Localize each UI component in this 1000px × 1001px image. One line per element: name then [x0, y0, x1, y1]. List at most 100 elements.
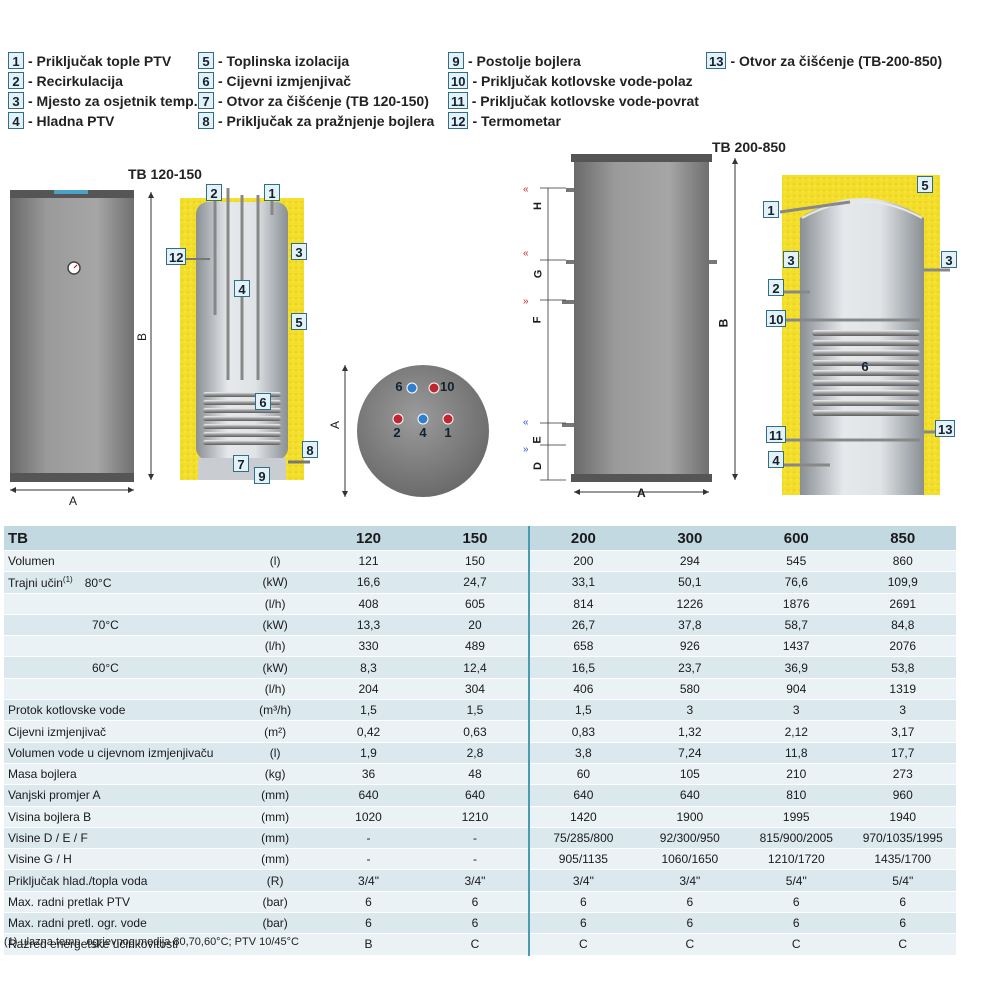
row-label-text: Visine D / E / F: [8, 831, 88, 845]
row-value: 1437: [743, 635, 850, 658]
row-unit: (kW): [234, 571, 316, 594]
row-value: 60: [528, 763, 637, 786]
tb120-exterior: [10, 190, 154, 493]
row-label: 60°C: [4, 656, 235, 679]
row-value: 905/1135: [528, 848, 637, 871]
table-row: Volumen vode u cijevnom izmjenjivaču(l)1…: [4, 742, 956, 764]
row-value: C: [528, 933, 637, 956]
row-value: 13,3: [315, 614, 422, 637]
row-value: 926: [636, 635, 744, 658]
dim-d: D: [531, 462, 544, 470]
title-tb-200-850: TB 200-850: [712, 139, 786, 155]
legend-item-8: 8- Priključak za pražnjenje bojlera: [198, 112, 434, 129]
legend-number: 3: [8, 92, 24, 109]
dim-a-large: A: [637, 486, 646, 500]
footnote: (1) ulazna temp. ogrjevnog medija 80,70,…: [4, 936, 299, 948]
legend-text: - Termometar: [472, 112, 561, 129]
row-temp: 60°C: [92, 660, 119, 675]
marker-2-large: 2: [768, 279, 784, 296]
dim-a-small: A: [69, 494, 78, 508]
tb120-cutaway: [180, 188, 310, 480]
row-value: 860: [849, 550, 956, 573]
row-label: [4, 635, 235, 658]
legend-item-3: 3- Mjesto za osjetnik temp.: [8, 92, 198, 109]
row-value: 330: [315, 635, 422, 658]
row-value: 6: [743, 891, 850, 914]
boiler-diagrams: « « » « »: [10, 154, 950, 497]
row-value: -: [421, 848, 530, 871]
row-value: 406: [528, 678, 637, 701]
row-value: 1210: [421, 806, 530, 828]
row-value: 605: [421, 593, 530, 615]
row-value: 970/1035/1995: [849, 827, 956, 850]
row-label: Max. radni pretl. ogr. vode: [4, 912, 235, 935]
row-value: 3/4": [636, 869, 744, 892]
row-value: 105: [636, 763, 744, 786]
tb200-cutaway: [779, 175, 950, 495]
marker-11: 11: [766, 426, 786, 443]
row-value: 580: [636, 678, 744, 701]
row-value: 50,1: [636, 571, 744, 594]
row-value: 2076: [849, 635, 956, 658]
legend-text: - Recirkulacija: [28, 72, 123, 89]
row-label-text: Visine G / H: [8, 852, 72, 867]
dim-e: E: [531, 436, 544, 444]
legend-number: 12: [448, 112, 469, 129]
dim-b-large: B: [716, 318, 731, 328]
legend-text: - Priključak za pražnjenje bojlera: [218, 112, 435, 129]
row-label: Volumen: [4, 550, 235, 573]
row-value: 1435/1700: [849, 848, 956, 871]
marker-1-large: 1: [763, 201, 779, 218]
legend-number: 5: [198, 52, 214, 69]
row-value: 204: [315, 678, 422, 701]
row-unit: (bar): [234, 912, 316, 935]
row-value: 3/4": [528, 869, 637, 892]
row-value: 6: [315, 912, 422, 935]
row-value: -: [315, 827, 422, 850]
legend-text: - Priključak tople PTV: [28, 52, 172, 69]
marker-2-small: 2: [206, 184, 222, 201]
legend-number: 13: [706, 52, 727, 69]
svg-text:«: «: [523, 184, 529, 195]
row-value: 6: [528, 912, 637, 935]
title-tb-120-150: TB 120-150: [128, 166, 202, 182]
marker-7: 7: [233, 455, 249, 472]
header-model: 150: [421, 526, 530, 551]
row-value: 1060/1650: [636, 848, 744, 871]
row-value: 640: [315, 784, 422, 807]
row-unit: (mm): [234, 827, 316, 850]
row-value: C: [636, 933, 744, 956]
row-value: 36,9: [743, 656, 850, 679]
legend-text: - Hladna PTV: [28, 112, 115, 129]
row-value: 150: [421, 550, 530, 573]
row-label-text: Max. radni pretlak PTV: [8, 894, 131, 909]
legend-item-11: 11- Priključak kotlovske vode-povrat: [448, 92, 699, 109]
row-value: 1900: [636, 806, 744, 828]
legend-text: - Priključak kotlovske vode-polaz: [472, 72, 693, 89]
legend-number: 4: [8, 112, 24, 129]
marker-4-top: 4: [419, 425, 427, 440]
row-value: 1995: [743, 806, 850, 828]
row-value: 3/4": [421, 869, 530, 892]
row-label: Max. radni pretlak PTV: [4, 891, 235, 914]
marker-9: 9: [254, 467, 270, 484]
row-value: 16,5: [528, 656, 637, 679]
row-label-text: Razred energetske učinkovitosti: [8, 937, 179, 952]
row-label: Vanjski promjer A: [4, 784, 235, 807]
row-value: 1876: [743, 593, 850, 615]
row-label-text: Masa bojlera: [8, 767, 77, 782]
marker-12: 12: [166, 248, 187, 265]
row-value: 36: [315, 763, 422, 786]
row-unit: (l/h): [234, 593, 316, 615]
marker-6-large: 6: [861, 359, 869, 374]
row-value: 12,4: [421, 656, 530, 679]
row-value: 20: [421, 614, 530, 637]
